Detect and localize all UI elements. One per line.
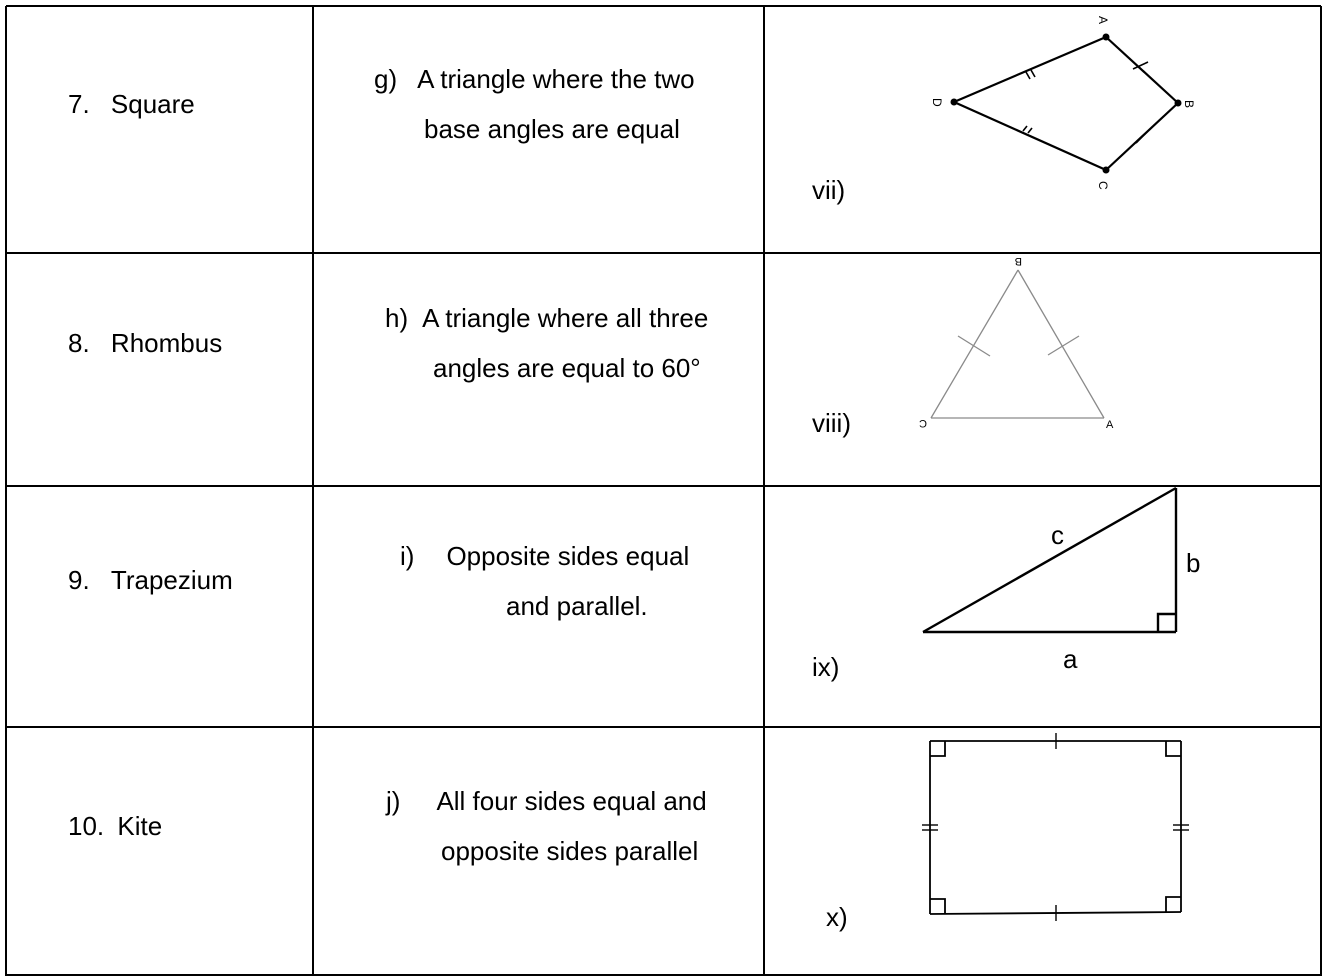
- description-j: j) All four sides equal and opposite side…: [386, 776, 707, 876]
- rectangle-figure: [922, 733, 1189, 921]
- description-h: h) A triangle where all three angles are …: [385, 293, 708, 393]
- description-g: g) A triangle where the two base angles a…: [374, 54, 695, 154]
- side-label-b: b: [1186, 548, 1200, 578]
- figure-label-ix: ix): [812, 652, 840, 682]
- shape-name: Rhombus: [110, 328, 223, 358]
- item-number: 9.: [68, 565, 90, 595]
- vertex-label-c: C: [1096, 181, 1110, 190]
- description-line-2: base angles are equal: [424, 114, 680, 144]
- description-line-1: A triangle where the two: [417, 64, 695, 94]
- figure-label-viii: viii): [812, 408, 851, 438]
- shape-item-rhombus: 8. Rhombus: [68, 318, 222, 368]
- vertex-label-b: B: [1015, 255, 1022, 267]
- vertex-label-d: D: [930, 98, 944, 107]
- kite-figure: A B C D: [930, 16, 1196, 190]
- description-i: i) Opposite sides equal and parallel.: [400, 531, 689, 631]
- item-number: 10.: [68, 811, 105, 841]
- vertex-label-b: B: [1182, 100, 1196, 108]
- shape-item-kite: 10. Kite: [68, 801, 162, 851]
- shape-item-trapezium: 9. Trapezium: [68, 555, 233, 605]
- item-number: 7.: [68, 89, 90, 119]
- description-line-2: and parallel.: [506, 591, 648, 621]
- description-line-1: A triangle where all three: [422, 303, 709, 333]
- description-letter: g): [374, 64, 398, 94]
- shape-name: Trapezium: [110, 565, 233, 595]
- description-letter: i): [400, 541, 415, 571]
- description-line-1: Opposite sides equal: [446, 541, 690, 571]
- vertex-label-c: C: [919, 417, 927, 429]
- item-number: 8.: [68, 328, 90, 358]
- shape-name: Square: [110, 89, 195, 119]
- description-letter: j): [386, 786, 401, 816]
- description-letter: h): [385, 303, 409, 333]
- description-line-2: opposite sides parallel: [441, 836, 699, 866]
- right-triangle-figure: c b a: [922, 486, 1200, 674]
- triangle-figure: B C A: [919, 255, 1114, 431]
- vertex-label-a: A: [1106, 419, 1114, 431]
- description-line-1: All four sides equal and: [436, 786, 707, 816]
- shape-item-square: 7. Square: [68, 79, 195, 129]
- figure-label-x: x): [826, 902, 848, 932]
- vertex-label-a: A: [1096, 16, 1110, 24]
- side-label-a: a: [1063, 644, 1078, 674]
- description-line-2: angles are equal to 60°: [433, 353, 701, 383]
- figure-label-vii: vii): [812, 175, 846, 205]
- side-label-c: c: [1051, 520, 1064, 550]
- shape-name: Kite: [117, 811, 163, 841]
